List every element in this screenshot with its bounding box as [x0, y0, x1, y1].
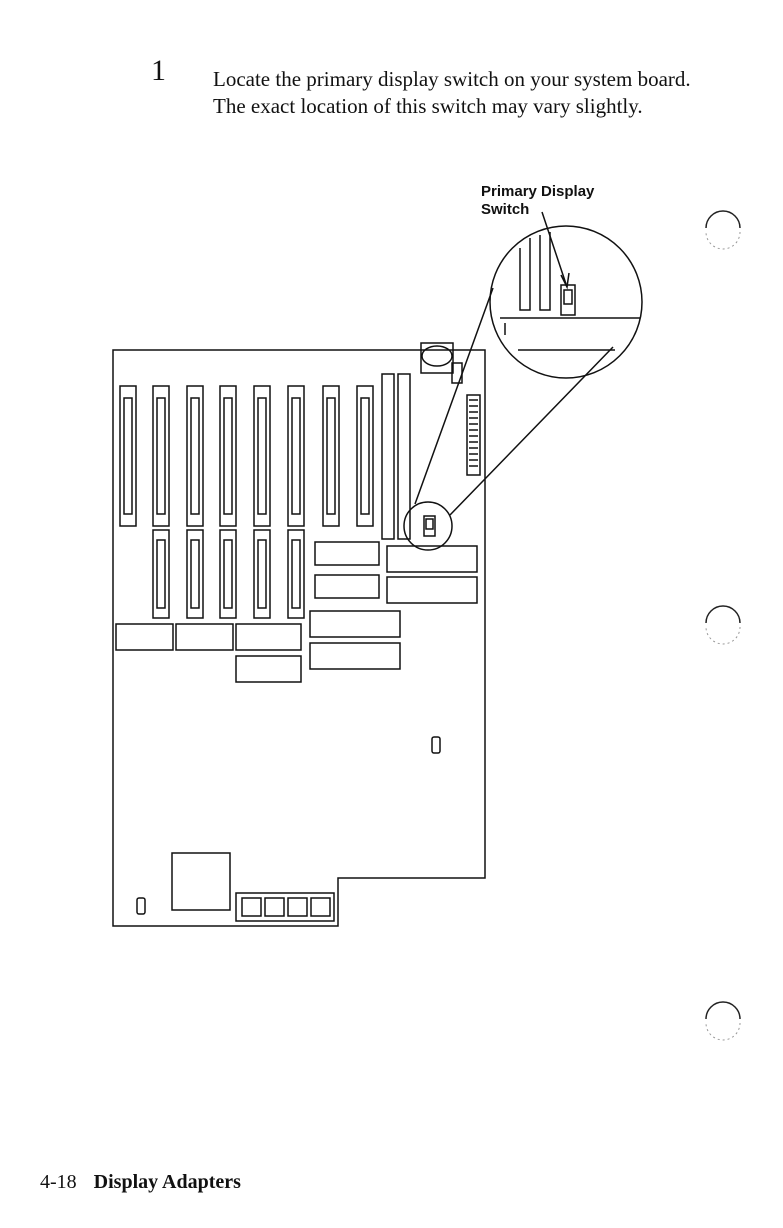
- header-pins: [467, 395, 480, 475]
- small-jumpers: [137, 737, 440, 914]
- expansion-slot: [323, 386, 339, 526]
- expansion-slot: [288, 386, 304, 526]
- callout-leader-lines: [415, 288, 613, 515]
- expansion-slot: [187, 386, 203, 526]
- magnified-view: [490, 226, 642, 378]
- processor-socket: [172, 853, 230, 910]
- expansion-slot: [254, 530, 270, 618]
- expansion-slot: [220, 530, 236, 618]
- punch-hole: [703, 192, 743, 260]
- expansion-slots-lower: [153, 530, 304, 618]
- punch-hole: [703, 587, 743, 655]
- punch-hole: [703, 983, 743, 1051]
- expansion-slot: [288, 530, 304, 618]
- page-footer: 4-18 Display Adapters: [40, 1171, 241, 1194]
- page-number: 4-18: [40, 1171, 77, 1193]
- expansion-slot: [254, 386, 270, 526]
- expansion-slot: [153, 386, 169, 526]
- primary-display-switch-on-board: [404, 502, 452, 550]
- ic-chips-lower: [116, 624, 301, 682]
- expansion-slot: [153, 530, 169, 618]
- expansion-slot: [120, 386, 136, 526]
- four-block-connector: [236, 893, 334, 921]
- section-title: Display Adapters: [94, 1171, 241, 1193]
- tall-connectors: [382, 374, 410, 539]
- expansion-slot: [187, 530, 203, 618]
- callout-arrow: [542, 212, 569, 287]
- expansion-slots-upper: [120, 386, 373, 526]
- ic-chips-middle: [310, 542, 477, 669]
- expansion-slot: [357, 386, 373, 526]
- expansion-slot: [220, 386, 236, 526]
- battery: [421, 343, 462, 383]
